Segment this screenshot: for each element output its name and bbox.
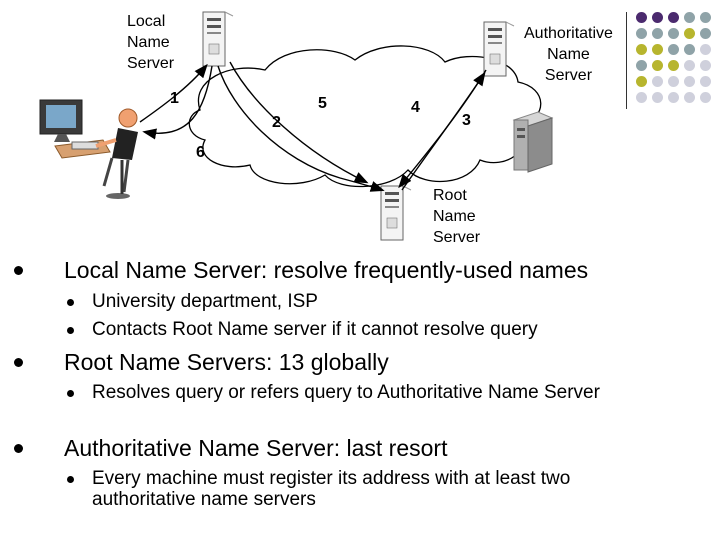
- decor-dot: [636, 76, 647, 87]
- decor-dot: [684, 12, 695, 23]
- decor-dot: [652, 76, 663, 87]
- decor-dot: [684, 44, 695, 55]
- decor-dot: [668, 28, 679, 39]
- step-number-6: 6: [196, 144, 205, 161]
- decor-dot: [636, 60, 647, 71]
- step-number-2: 2: [272, 114, 281, 131]
- sub-bullet-resolves-query: Resolves query or refers query to Author…: [92, 382, 600, 403]
- root-server-label: Root Name Server: [433, 185, 480, 248]
- step-number-3: 3: [462, 112, 471, 129]
- root-server-label-line: Root: [433, 187, 467, 204]
- bullet-dot: [14, 358, 23, 367]
- auth-server-label-line: Authoritative: [524, 25, 613, 42]
- authoritative-server-icon: [483, 21, 515, 77]
- sub-bullet-contacts-root: Contacts Root Name server if it cannot r…: [92, 319, 538, 340]
- decor-divider: [626, 12, 627, 109]
- sub-bullet-dot: [67, 299, 74, 306]
- decor-dot: [684, 76, 695, 87]
- decor-dot: [636, 44, 647, 55]
- arrow-5: [401, 71, 486, 191]
- auth-server-label-line: Server: [544, 67, 593, 84]
- decor-dot: [700, 60, 711, 71]
- decor-dot-grid: [636, 12, 720, 108]
- sub-bullet-university: University department, ISP: [92, 291, 318, 312]
- decor-dot: [636, 12, 647, 23]
- decor-dot: [684, 28, 695, 39]
- auth-server-label-line: Name: [547, 46, 590, 63]
- decor-dot: [684, 92, 695, 103]
- decor-dot: [668, 76, 679, 87]
- dns-diagram: [39, 11, 554, 241]
- decor-dot: [652, 44, 663, 55]
- mainframe-server-icon: [512, 111, 554, 173]
- decor-dot: [652, 92, 663, 103]
- local-server-icon: [202, 11, 234, 67]
- decor-dot: [636, 28, 647, 39]
- bullet-root-servers: Root Name Servers: 13 globally: [64, 349, 389, 375]
- decor-dot: [652, 12, 663, 23]
- authoritative-server-label: Authoritative Name Server: [524, 23, 613, 86]
- decor-dot: [700, 28, 711, 39]
- step-number-4: 4: [411, 99, 420, 116]
- local-server-label-line: Server: [127, 55, 175, 72]
- step-number-5: 5: [318, 95, 327, 112]
- decor-dot: [636, 92, 647, 103]
- local-server-label-line: Local: [127, 13, 166, 30]
- decor-dot: [700, 44, 711, 55]
- decor-dot: [700, 92, 711, 103]
- user-computer-icon: [39, 99, 138, 199]
- bullet-dot: [14, 266, 23, 275]
- root-server-label-line: Server: [433, 229, 481, 246]
- local-server-label-line: Name: [127, 34, 170, 51]
- decor-dot: [652, 28, 663, 39]
- arrow-3: [229, 61, 369, 184]
- decor-dot: [700, 76, 711, 87]
- root-server-icon: [380, 185, 412, 241]
- arrow-6: [142, 65, 213, 140]
- bullet-dot: [14, 444, 23, 453]
- bullet-authoritative-server: Authoritative Name Server: last resort: [64, 435, 448, 461]
- arrow-2: [217, 65, 385, 192]
- bullet-local-server: Local Name Server: resolve frequently-us…: [64, 257, 589, 283]
- sub-bullet-dot: [67, 327, 74, 334]
- decor-dot: [668, 12, 679, 23]
- decor-dot: [668, 44, 679, 55]
- arrow-1: [139, 63, 208, 123]
- decor-dot: [684, 60, 695, 71]
- decor-dot: [700, 12, 711, 23]
- sub-bullet-register-address: Every machine must register its address …: [92, 468, 571, 510]
- decor-dot: [668, 60, 679, 71]
- sub-bullet-dot: [67, 476, 74, 483]
- sub-bullet-dot: [67, 390, 74, 397]
- step-number-1: 1: [170, 90, 179, 107]
- decor-dot: [668, 92, 679, 103]
- root-server-label-line: Name: [433, 208, 476, 225]
- decor-dot: [652, 60, 663, 71]
- local-server-label: Local Name Server: [127, 11, 174, 74]
